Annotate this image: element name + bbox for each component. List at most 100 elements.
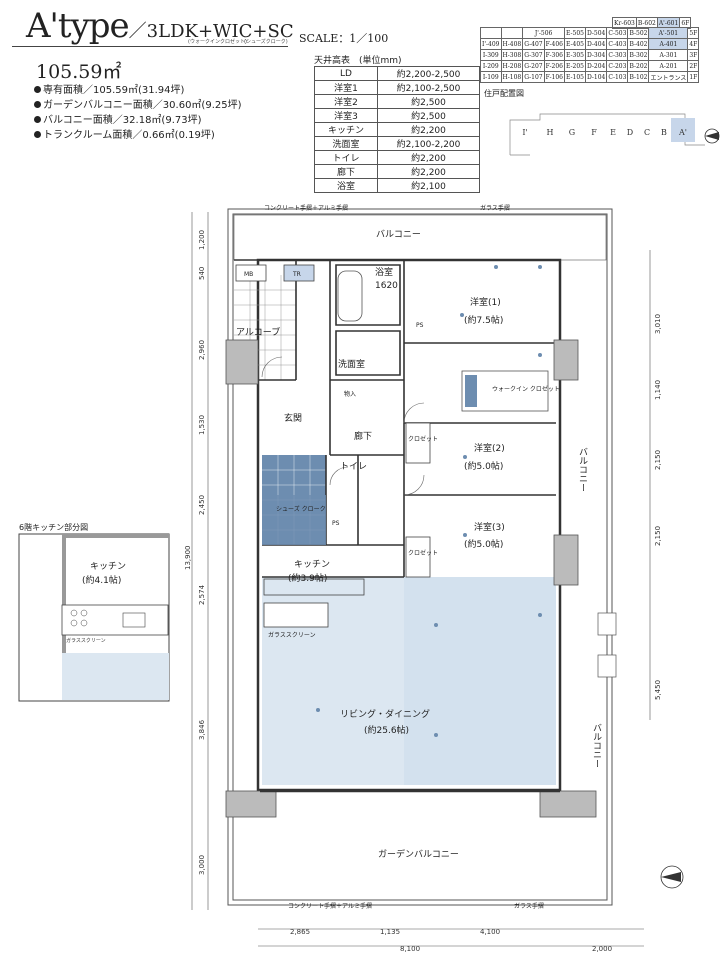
bath-label: 浴室 — [375, 266, 393, 278]
table-row: 廊下約2,200 — [314, 164, 480, 179]
svg-text:8,100: 8,100 — [400, 945, 420, 953]
area-item: ガーデンバルコニー面積／30.60㎡(9.25坪) — [34, 98, 242, 113]
balcony-top-label: バルコニー — [376, 229, 421, 240]
unit-map-label: H — [547, 128, 554, 137]
svg-text:2,150: 2,150 — [654, 450, 662, 470]
type-name: A'type — [26, 6, 130, 46]
svg-text:2,574: 2,574 — [198, 584, 206, 605]
bath-size: 1620 — [375, 281, 398, 291]
svg-text:2,865: 2,865 — [290, 928, 310, 936]
svg-text:2,150: 2,150 — [654, 526, 662, 546]
svg-text:3,000: 3,000 — [198, 855, 206, 875]
mb-label: MB — [244, 271, 253, 278]
compass-icon — [660, 865, 684, 889]
unit-map-label: F — [591, 128, 597, 137]
inset-kitchen-label: キッチン — [90, 561, 126, 572]
washroom-label: 洗面室 — [338, 358, 365, 370]
inset-title: 6階キッチン部分図 — [19, 523, 89, 532]
room3-size: (約5.0帖) — [464, 538, 503, 550]
closet-label-2: クロゼット — [408, 549, 438, 557]
room3-label: 洋室(3) — [474, 521, 505, 533]
wic-note: (ウォークインクロゼット) — [188, 39, 247, 45]
kitchen-size: (約3.9帖) — [288, 572, 327, 584]
area-list: 専有面積／105.59㎡(31.94坪) ガーデンバルコニー面積／30.60㎡(… — [34, 83, 242, 143]
unit-map-label: B — [661, 128, 667, 137]
room2-label: 洋室(2) — [474, 442, 505, 454]
tr-label: TR — [292, 271, 301, 278]
balcony-side-label: バルコニー — [577, 447, 588, 492]
table-row: 浴室約2,100 — [314, 178, 480, 193]
svg-text:540: 540 — [198, 267, 206, 280]
inset-glass-label: ガラススクリーン — [66, 637, 106, 644]
outer-railing — [227, 208, 613, 906]
glass-note-bottom: ガラス手摺 — [514, 902, 544, 910]
svg-text:2,450: 2,450 — [198, 495, 206, 515]
inset-kitchen-size: (約4.1帖) — [82, 574, 121, 586]
kitchen-inset: キッチン (約4.1帖) ガラススクリーン — [18, 533, 170, 702]
left-dimensions: 1,200 540 2,960 1,530 2,450 2,574 3,846 … — [184, 212, 209, 910]
ps-label: PS — [332, 520, 340, 527]
svg-text:1,140: 1,140 — [654, 380, 662, 400]
garden-balcony-label: ガーデンバルコニー — [378, 848, 459, 860]
balcony-top — [233, 214, 607, 261]
closet-label: クロゼット — [408, 435, 438, 443]
ps-label-2: PS — [416, 322, 424, 329]
svg-text:3,010: 3,010 — [654, 314, 662, 334]
table-row: 洗面室約2,100-2,200 — [314, 136, 480, 151]
unit-map-label: D — [627, 128, 633, 137]
svg-text:1,530: 1,530 — [198, 415, 206, 435]
unit-map-label: C — [644, 128, 650, 137]
storage-label: 物入 — [344, 390, 356, 398]
unit-map-label: G — [569, 128, 575, 137]
scale-label: SCALE：1／100 — [299, 32, 389, 45]
svg-text:1,200: 1,200 — [198, 230, 206, 250]
glass-note-top: ガラス手摺 — [480, 204, 510, 212]
area-item: トランクルーム面積／0.66㎡(0.19坪) — [34, 128, 242, 143]
area-item: バルコニー面積／32.18㎡(9.73坪) — [34, 113, 242, 128]
table-row: キッチン約2,200 — [314, 122, 480, 137]
hallway-label: 廊下 — [354, 430, 372, 442]
header-rule — [12, 46, 288, 47]
area-main: 105.59㎡ — [36, 61, 122, 83]
balcony-side-label-2: バルコニー — [591, 723, 602, 768]
unit-map-title: 住戸配置図 — [484, 89, 524, 98]
table-row: トイレ約2,200 — [314, 150, 480, 165]
floor-plan: MB TR バルコニー コンクリート手摺＋アルミ手摺 ガラス手摺 浴室 1620… — [225, 204, 684, 910]
svg-text:2,000: 2,000 — [592, 945, 612, 953]
unit-map-label: I' — [522, 128, 527, 137]
kitchen-label: キッチン — [294, 559, 330, 570]
living-size: (約25.6帖) — [364, 724, 409, 736]
unit-map: I' H G F E D C B A' — [509, 113, 720, 156]
kitchen-counter — [263, 602, 329, 628]
rail-note-top: コンクリート手摺＋アルミ手摺 — [264, 204, 348, 212]
right-dimensions: 3,010 1,140 2,150 2,150 5,450 — [649, 250, 662, 720]
sc-note: (シューズクローク) — [244, 39, 288, 45]
room1-label: 洋室(1) — [470, 296, 501, 308]
alcove-label: アルコーブ — [236, 326, 280, 338]
wic-label: ウォークイン クロゼット — [492, 385, 560, 393]
entrance-label: 玄関 — [284, 412, 302, 424]
svg-text:4,100: 4,100 — [480, 928, 500, 936]
unit-map-label: E — [610, 128, 616, 137]
layout-label: ／3LDK+WIC+SC — [128, 21, 294, 42]
shoes-label: シューズ クローク — [276, 505, 326, 513]
living-label: リビング・ダイニング — [340, 708, 430, 720]
room2-size: (約5.0帖) — [464, 460, 503, 472]
bathtub — [337, 270, 363, 322]
plan-title: A'type／3LDK+WIC+SC — [26, 6, 294, 46]
unit-map-label: A' — [678, 128, 687, 137]
svg-text:5,450: 5,450 — [654, 680, 662, 700]
unit-highlight — [671, 118, 695, 142]
svg-text:13,900: 13,900 — [184, 546, 192, 571]
ceiling-title: 天井高表 (単位mm) — [314, 56, 402, 66]
inset-counter — [61, 604, 169, 636]
